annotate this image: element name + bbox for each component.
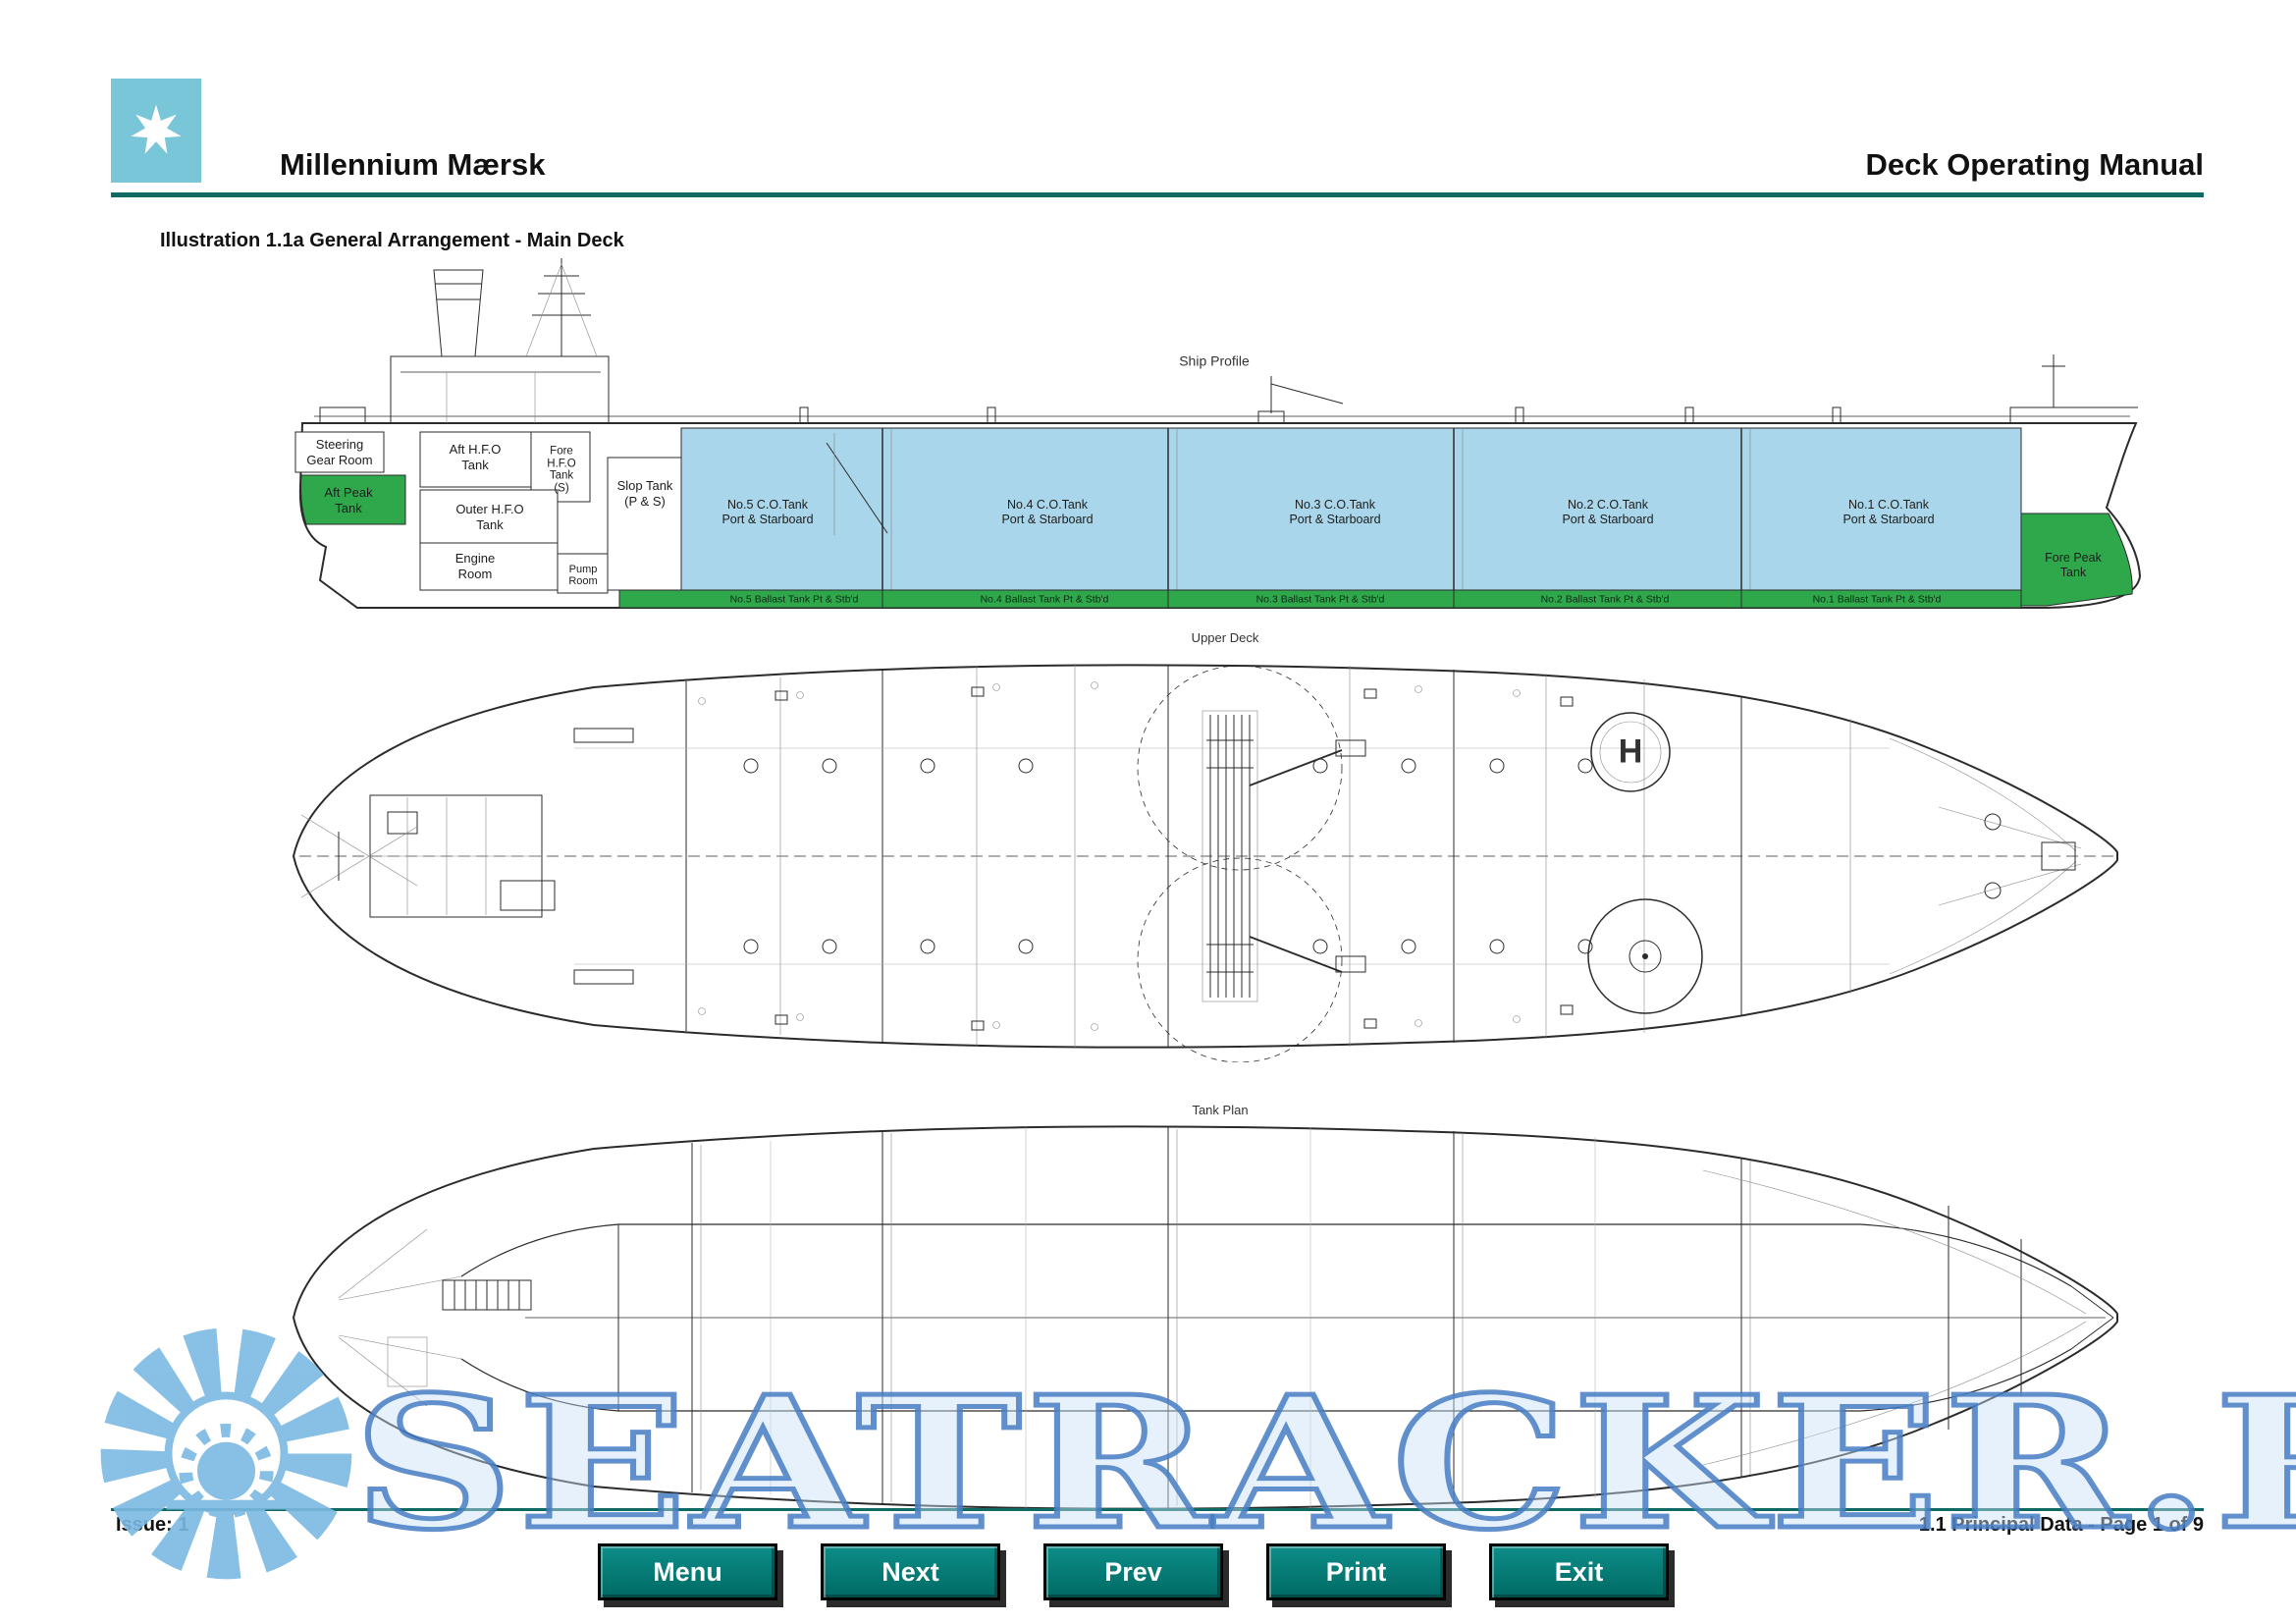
deck-hatches [698, 681, 1593, 1031]
midship-manifold [1201, 710, 1366, 1002]
fore-peak-tank-region [2020, 513, 2133, 607]
maersk-star-icon [131, 104, 182, 154]
label-no5-ballast-tank: No.5 Ballast Tank Pt & Stb'd [729, 593, 859, 606]
upper-deck-caption: Upper Deck [1191, 630, 1259, 646]
footer-issue: Issue: 1 [116, 1514, 189, 1536]
crane-radius-circles [1137, 665, 1343, 1062]
header-rule [111, 192, 2204, 197]
tank-plan-caption: Tank Plan [1192, 1103, 1249, 1118]
label-steering-gear-room: Steering Gear Room [306, 437, 373, 467]
label-slop-tank: Slop Tank (P & S) [616, 478, 673, 509]
ship-profile-drawing [294, 258, 2142, 609]
tank-plan-hull-outline [292, 1125, 2118, 1510]
cargo-tanks-region [680, 427, 2022, 591]
upper-deck-bulkheads [574, 664, 1890, 1049]
upper-deck-drawing [292, 664, 2118, 1062]
menu-button[interactable]: Menu [598, 1543, 777, 1600]
footer-page-info: 1.1 Principal Data - Page 1 of 9 [1918, 1514, 2204, 1536]
label-no3-ballast-tank: No.3 Ballast Tank Pt & Stb'd [1255, 593, 1385, 606]
longitudinal-bulkheads [338, 1223, 2114, 1412]
aft-peak-tank-region [300, 474, 406, 525]
label-pump-room: Pump Room [568, 563, 598, 587]
aft-compartments [294, 431, 682, 594]
label-no2-co-tank: No.2 C.O.Tank Port & Starboard [1562, 497, 1654, 526]
deck-tank-circle [1587, 898, 1703, 1014]
manual-title: Deck Operating Manual [1865, 147, 2204, 182]
label-no3-co-tank: No.3 C.O.Tank Port & Starboard [1289, 497, 1381, 526]
footer-rule [111, 1508, 2204, 1511]
label-no4-co-tank: No.4 C.O.Tank Port & Starboard [1001, 497, 1094, 526]
label-no5-co-tank: No.5 C.O.Tank Port & Starboard [721, 497, 814, 526]
label-no1-co-tank: No.1 C.O.Tank Port & Starboard [1842, 497, 1935, 526]
label-fore-hfo-tank: Fore H.F.O Tank (S) [547, 445, 576, 495]
label-engine-room: Engine Room [454, 551, 496, 581]
helipad-h-marking: H [1618, 732, 1643, 771]
stern-deck-structures [300, 728, 634, 985]
ship-name-title: Millennium Mærsk [280, 147, 546, 182]
label-aft-hfo-tank: Aft H.F.O Tank [449, 442, 502, 472]
label-aft-peak-tank: Aft Peak Tank [324, 485, 373, 515]
ship-profile-caption: Ship Profile [1179, 352, 1250, 369]
tank-plan-drawing [292, 1125, 2118, 1510]
exit-button[interactable]: Exit [1489, 1543, 1669, 1600]
label-no2-ballast-tank: No.2 Ballast Tank Pt & Stb'd [1540, 593, 1670, 606]
label-no1-ballast-tank: No.1 Ballast Tank Pt & Stb'd [1812, 593, 1942, 606]
helipad [1590, 712, 1671, 792]
upper-deck-hull-outline [292, 664, 2118, 1049]
next-button[interactable]: Next [821, 1543, 1000, 1600]
tank-plan-stern-details [338, 1228, 532, 1407]
illustration-title: Illustration 1.1a General Arrangement - … [160, 230, 624, 251]
tank-plan-bow-details [1702, 1169, 2087, 1466]
maersk-logo [111, 79, 201, 183]
transverse-bulkheads [691, 1127, 2022, 1508]
label-no4-ballast-tank: No.4 Ballast Tank Pt & Stb'd [980, 593, 1109, 606]
label-fore-peak-tank: Fore Peak Tank [2045, 550, 2102, 579]
prev-button[interactable]: Prev [1043, 1543, 1223, 1600]
bow-deck-structures [1889, 737, 2082, 975]
label-outer-hfo-tank: Outer H.F.O Tank [455, 502, 524, 532]
deck-fittings [799, 354, 2138, 424]
superstructure [319, 258, 610, 424]
print-button[interactable]: Print [1266, 1543, 1446, 1600]
